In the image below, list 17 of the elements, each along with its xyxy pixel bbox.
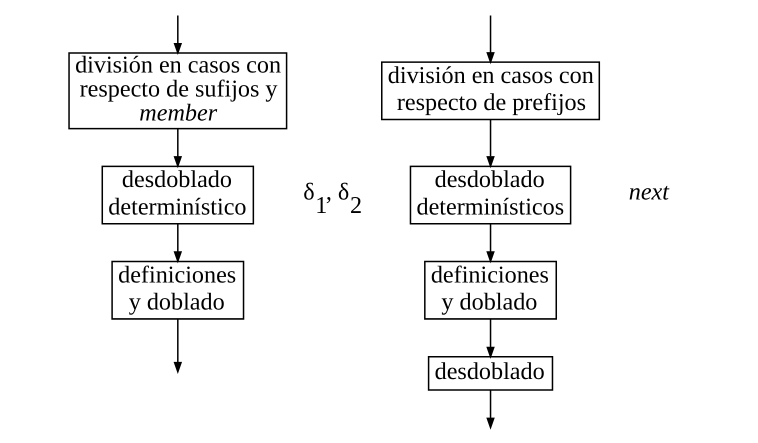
arrow <box>486 120 494 168</box>
node-box: división en casos con respecto de sufijos y member <box>68 52 287 130</box>
node-box: desdoblado determinístico <box>101 166 254 225</box>
node-box: desdoblado determinísticos <box>409 166 571 225</box>
arrow <box>173 16 182 56</box>
node-box: división en casos con respecto de prefijos <box>380 61 600 120</box>
arrow <box>486 224 494 264</box>
node-label: next <box>628 178 669 206</box>
node-box: definiciones y doblado <box>110 260 244 320</box>
arrow <box>173 128 182 168</box>
arrow <box>173 224 182 264</box>
arrow <box>173 319 182 374</box>
node-box: desdoblado <box>427 356 553 391</box>
arrow <box>486 16 494 64</box>
arrow <box>486 390 494 430</box>
arrow <box>486 319 494 359</box>
node-box: definiciones y doblado <box>424 260 556 320</box>
